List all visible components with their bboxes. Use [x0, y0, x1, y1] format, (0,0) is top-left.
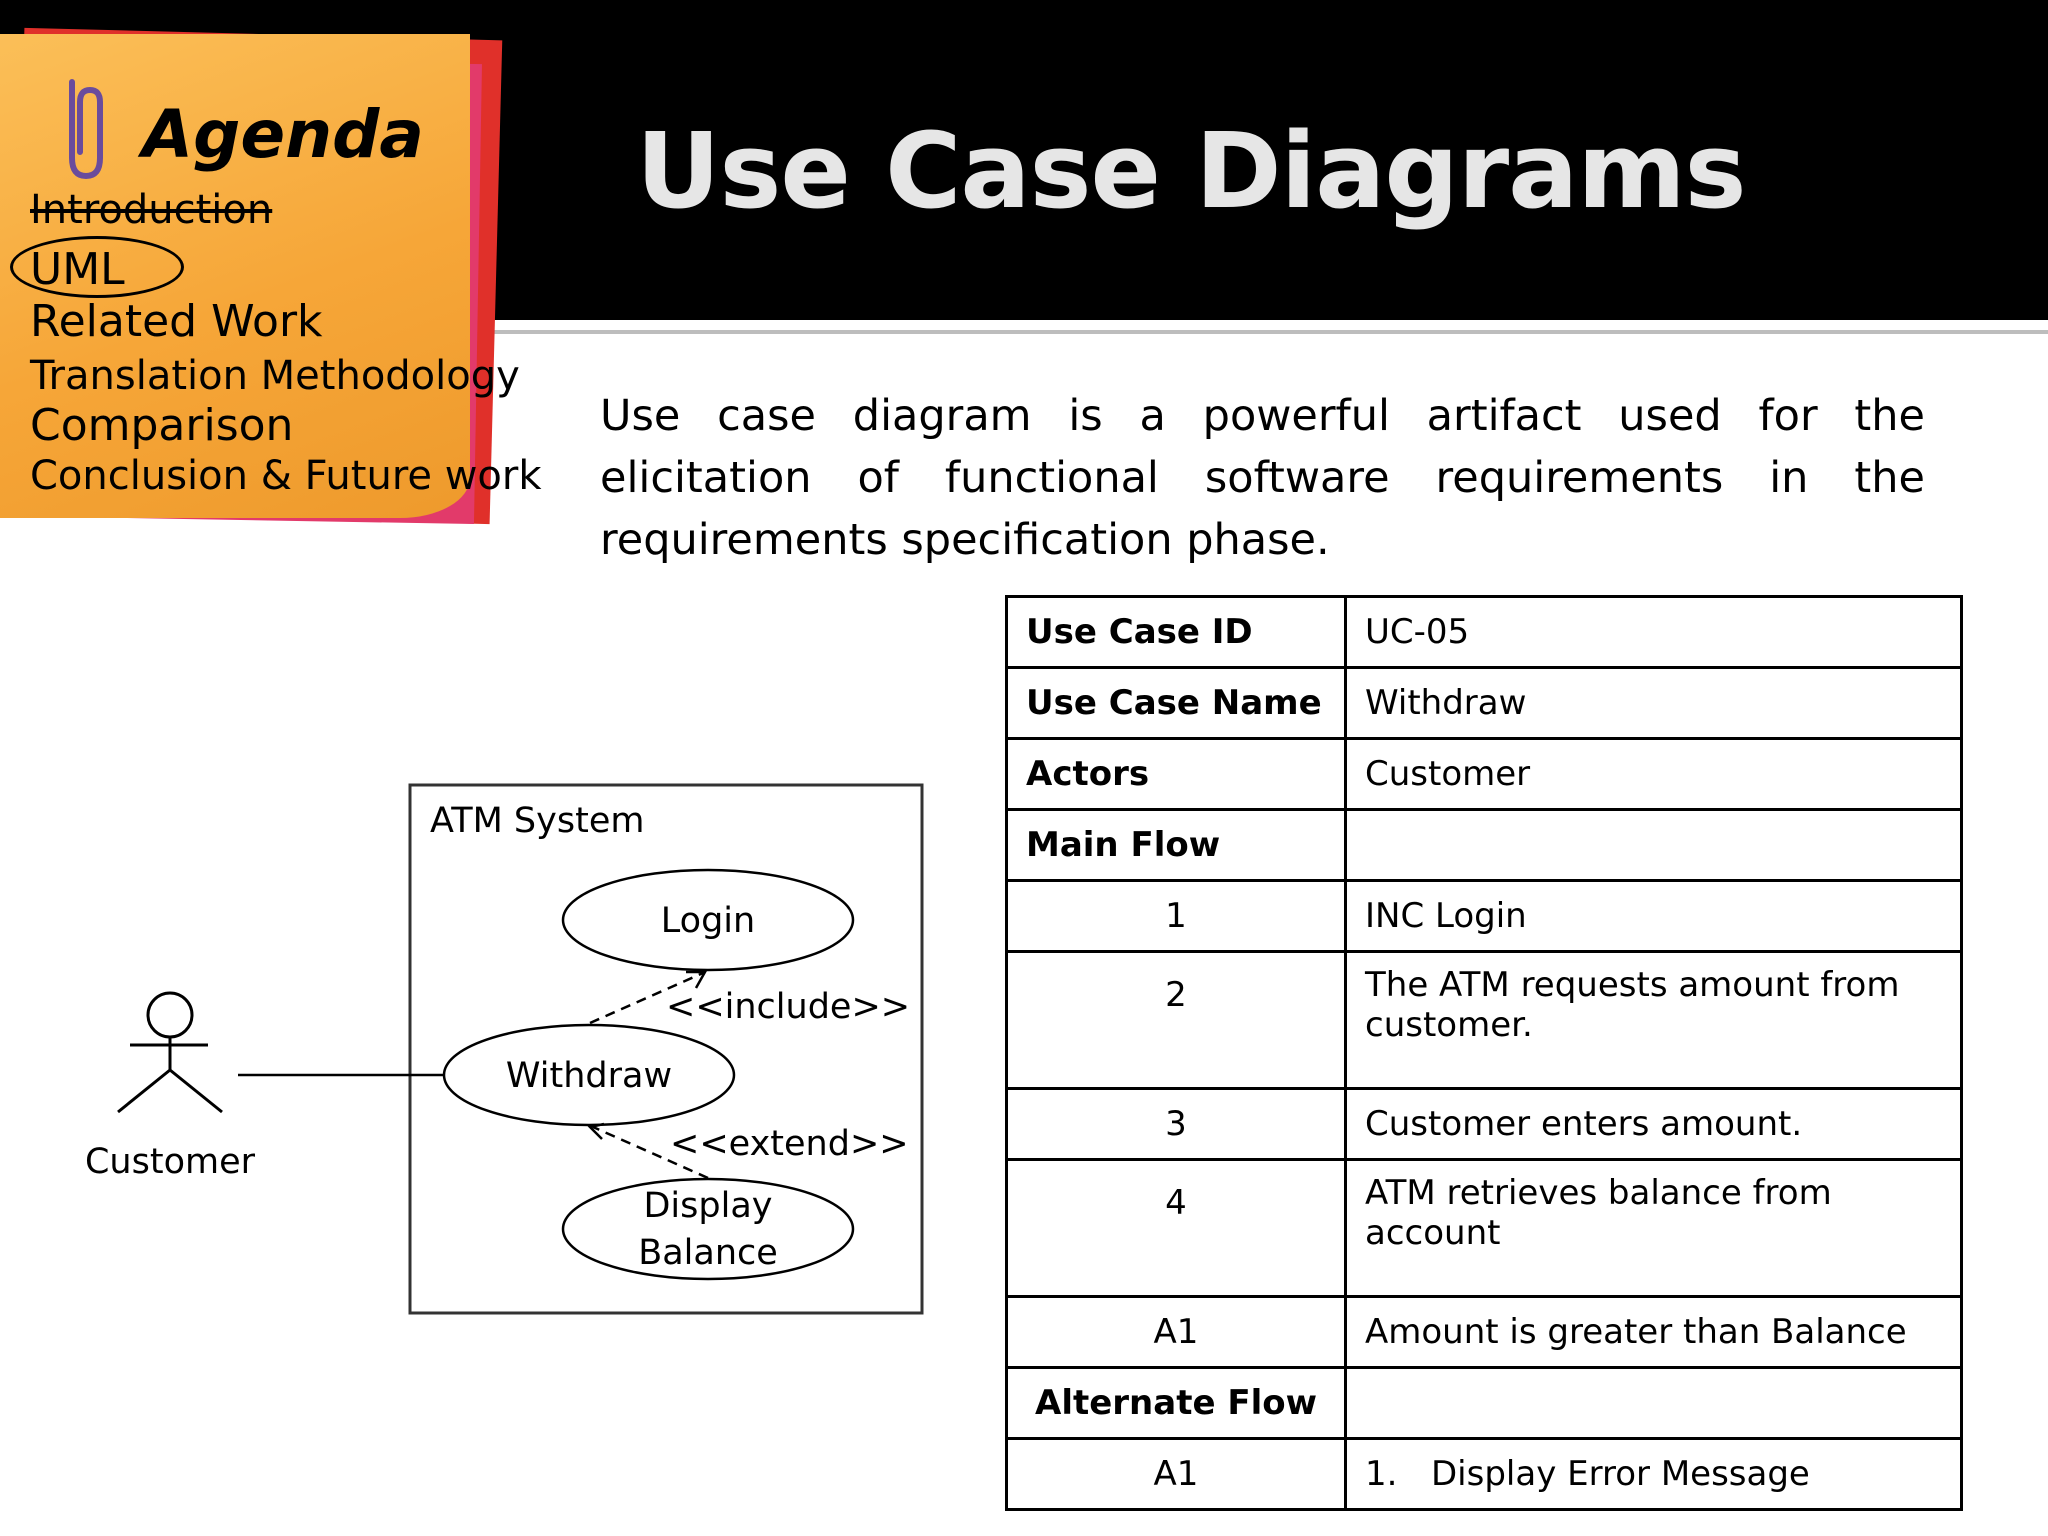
row-key: Actors	[1005, 737, 1347, 811]
use-case-withdraw	[442, 1023, 736, 1127]
row-value: The ATM requests amount from customer.	[1344, 950, 1963, 1090]
system-boundary	[408, 783, 924, 1315]
row-key: Use Case ID	[1005, 595, 1347, 669]
row-key: A1	[1005, 1295, 1347, 1369]
row-value: Customer enters amount.	[1344, 1087, 1963, 1161]
agenda-item-translation-methodology: Translation Methodology	[30, 353, 520, 399]
table-row: Actors Customer	[1005, 737, 1963, 811]
use-case-table: Use Case ID UC-05 Use Case Name Withdraw…	[1005, 595, 1963, 1511]
row-value: Customer	[1344, 737, 1963, 811]
row-value	[1344, 1366, 1963, 1440]
use-case-display-balance	[561, 1177, 855, 1281]
table-row: Main Flow	[1005, 808, 1963, 882]
table-row: A1 1. Display Error Message	[1005, 1437, 1963, 1511]
table-row: A1 Amount is greater than Balance	[1005, 1295, 1963, 1369]
use-case-login	[561, 868, 855, 972]
step-text: Display Error Message	[1431, 1454, 1810, 1494]
system-label: ATM System	[430, 801, 644, 841]
row-key: 1	[1005, 879, 1347, 953]
include-label: <<include>>	[666, 987, 910, 1027]
paperclip-icon	[69, 79, 103, 180]
step-number: 1.	[1365, 1454, 1398, 1494]
extend-arrow	[587, 1122, 709, 1180]
table-row: Use Case Name Withdraw	[1005, 666, 1963, 740]
use-case-display-label-1: Display	[643, 1186, 772, 1226]
agenda-item-related-work: Related Work	[30, 296, 323, 347]
row-key: 3	[1005, 1087, 1347, 1161]
table-row: Alternate Flow	[1005, 1366, 1963, 1440]
include-arrow	[589, 970, 708, 1025]
table-row: 3 Customer enters amount.	[1005, 1087, 1963, 1161]
extend-label: <<extend>>	[670, 1124, 909, 1164]
row-key: 2	[1005, 950, 1347, 1090]
row-value: Amount is greater than Balance	[1344, 1295, 1963, 1369]
title-underline	[480, 330, 2048, 334]
slide-title: Use Case Diagrams	[636, 110, 1747, 232]
row-key: Alternate Flow	[1005, 1366, 1347, 1440]
agenda-title: Agenda	[142, 96, 424, 173]
row-key: A1	[1005, 1437, 1347, 1511]
row-value: ATM retrieves balance from account	[1344, 1158, 1963, 1298]
agenda-item-introduction: Introduction	[30, 187, 273, 233]
table-row: 2 The ATM requests amount from customer.	[1005, 950, 1963, 1090]
actor-label: Customer	[85, 1142, 256, 1182]
actor-stick-figure-icon	[117, 991, 223, 1114]
use-case-withdraw-label: Withdraw	[506, 1056, 672, 1096]
agenda-item-conclusion: Conclusion & Future work	[30, 453, 542, 499]
uml-highlight-circle	[10, 236, 184, 298]
slide-description: Use case diagram is a powerful artifact …	[600, 391, 1925, 565]
row-value: INC Login	[1344, 879, 1963, 953]
table-row: 1 INC Login	[1005, 879, 1963, 953]
table-row: Use Case ID UC-05	[1005, 595, 1963, 669]
use-case-display-label-2: Balance	[638, 1233, 778, 1273]
row-key: 4	[1005, 1158, 1347, 1298]
use-case-diagram: ATM System Customer Login Withdraw Displ…	[85, 783, 924, 1315]
row-key: Main Flow	[1005, 808, 1347, 882]
row-key: Use Case Name	[1005, 666, 1347, 740]
row-value	[1344, 808, 1963, 882]
row-value: UC-05	[1344, 595, 1963, 669]
row-value: Withdraw	[1344, 666, 1963, 740]
agenda-sticky-note: Agenda Introduction UML Related Work Tra…	[0, 34, 542, 518]
use-case-login-label: Login	[661, 901, 755, 941]
table-row: 4 ATM retrieves balance from account	[1005, 1158, 1963, 1298]
agenda-item-comparison: Comparison	[30, 400, 294, 451]
row-value: 1. Display Error Message	[1344, 1437, 1963, 1511]
